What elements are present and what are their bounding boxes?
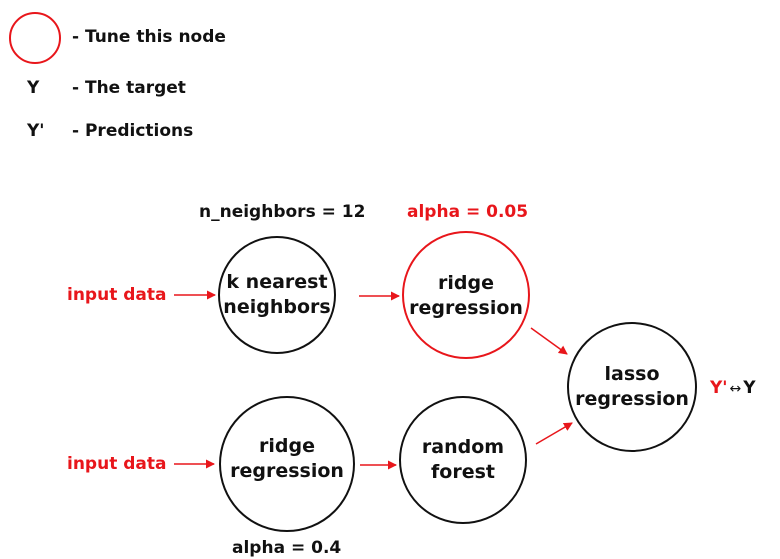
legend-pred-label: - Predictions [72, 121, 194, 141]
node-ridge-top-line1: ridge [438, 272, 494, 294]
output-target: Y [743, 378, 756, 398]
legend-target-label: - The target [72, 78, 186, 98]
node-ridge-bottom-line1: ridge [259, 435, 315, 457]
node-ridge-bottom-circle [219, 396, 355, 532]
node-ridge-top-circle [402, 231, 530, 359]
node-forest: random forest [422, 435, 504, 485]
output-comparison: Y'↔Y [710, 378, 756, 398]
node-lasso-line1: lasso [604, 363, 660, 385]
node-lasso-line2: regression [575, 388, 689, 410]
legend-pred-symbol: Y' [27, 121, 45, 141]
node-ridge-top: ridge regression [409, 271, 523, 321]
param-ridge-bottom: alpha = 0.4 [232, 538, 342, 558]
legend-target-symbol: Y [27, 78, 40, 98]
double-arrow-icon: ↔ [729, 381, 742, 397]
legend-tune-label: - Tune this node [72, 27, 226, 47]
node-knn-line1: k nearest [226, 271, 328, 293]
param-ridge-top: alpha = 0.05 [407, 202, 529, 222]
node-lasso: lasso regression [575, 362, 689, 412]
node-forest-line2: forest [431, 461, 495, 483]
param-knn: n_neighbors = 12 [199, 202, 366, 222]
node-knn: k nearest neighbors [223, 270, 330, 320]
node-lasso-circle [567, 322, 697, 452]
arrow-forest-to-lasso [535, 422, 573, 445]
node-forest-line1: random [421, 436, 505, 458]
node-ridge-bottom: ridge regression [230, 434, 344, 484]
node-knn-circle [218, 236, 336, 354]
arrow-ridge-to-lasso [530, 327, 568, 355]
node-forest-circle [399, 396, 527, 524]
node-ridge-top-line2: regression [409, 297, 523, 319]
legend-tune-circle [9, 12, 61, 64]
input-label-bottom: input data [67, 454, 167, 474]
input-label-top: input data [67, 285, 167, 305]
node-ridge-bottom-line2: regression [230, 460, 344, 482]
output-prediction: Y' [710, 378, 728, 398]
node-knn-line2: neighbors [223, 296, 331, 318]
